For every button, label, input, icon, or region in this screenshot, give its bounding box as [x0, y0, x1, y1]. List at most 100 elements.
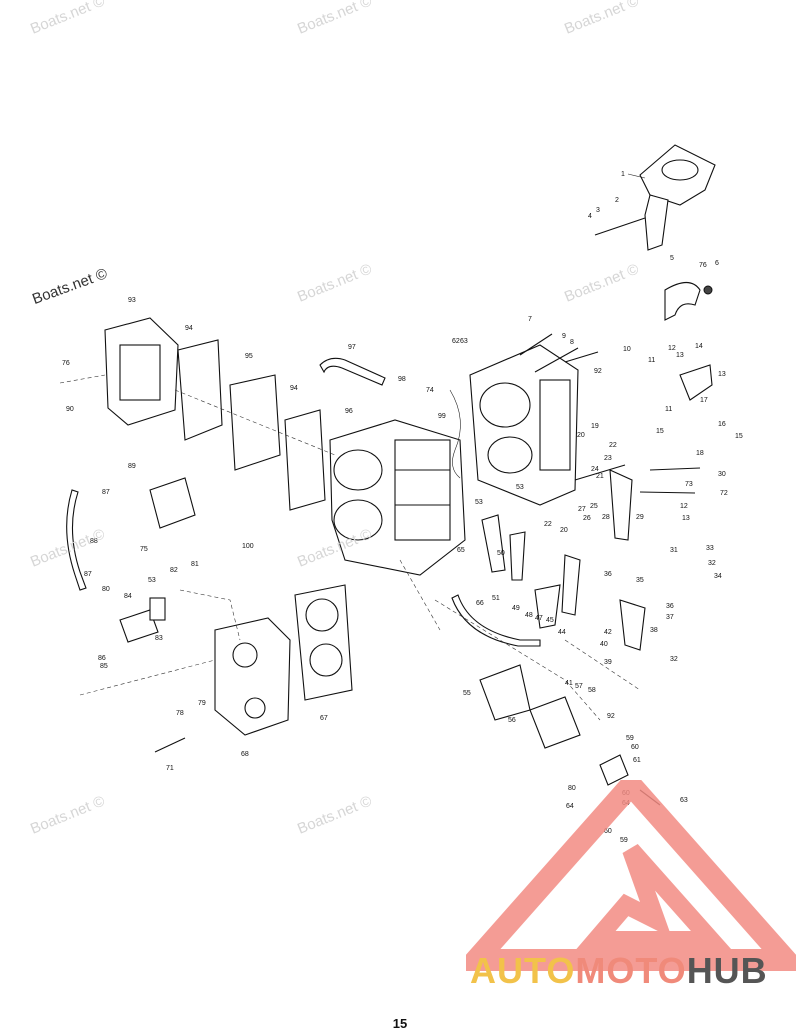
lever-part-14 [679, 364, 713, 401]
callout-36b: 36 [666, 603, 674, 610]
callout-59b: 59 [620, 837, 628, 844]
callout-44: 44 [558, 629, 566, 636]
callout-18: 18 [696, 450, 704, 457]
callout-60c: 60 [604, 828, 612, 835]
callout-27: 27 [578, 506, 586, 513]
callout-74: 74 [426, 387, 434, 394]
cylinder-block [329, 419, 466, 576]
automotohub-wordmark: AUTOMOTOHUB [470, 950, 768, 992]
callout-58: 58 [588, 687, 596, 694]
callout-57: 57 [575, 683, 583, 690]
callout-30: 30 [718, 471, 726, 478]
callout-49: 49 [512, 605, 520, 612]
callout-26: 26 [583, 515, 591, 522]
brand-hub: HUB [686, 950, 768, 991]
callout-19: 19 [591, 423, 599, 430]
callout-73: 73 [685, 481, 693, 488]
gasket-part-67 [294, 584, 353, 701]
callout-47: 47 [535, 615, 543, 622]
callout-65: 65 [457, 547, 465, 554]
callout-13c: 13 [682, 515, 690, 522]
callout-100: 100 [242, 543, 254, 550]
callout-76b: 76 [62, 360, 70, 367]
callout-53a: 53 [475, 499, 483, 506]
callout-11: 11 [648, 357, 655, 364]
callout-42: 42 [604, 629, 612, 636]
callout-90: 90 [66, 406, 74, 413]
callout-82: 82 [170, 567, 178, 574]
callout-96: 96 [345, 408, 353, 415]
callout-51: 51 [492, 595, 500, 602]
callout-53c: 53 [148, 577, 156, 584]
callout-2: 2 [615, 197, 619, 204]
callout-39: 39 [604, 659, 612, 666]
callout-17: 17 [700, 397, 708, 404]
callout-93: 93 [128, 297, 136, 304]
callout-99: 99 [438, 413, 446, 420]
callout-87a: 87 [102, 489, 110, 496]
callout-13a: 13 [676, 352, 684, 359]
callout-89: 89 [128, 463, 136, 470]
callout-63: 63 [460, 338, 468, 345]
callout-6: 6 [715, 260, 719, 267]
callout-92a: 92 [594, 368, 602, 375]
brand-auto: AUTO [470, 950, 576, 991]
carburetor-part-84 [119, 609, 159, 643]
callout-81: 81 [191, 561, 199, 568]
callout-29: 29 [636, 514, 644, 521]
callout-13b: 13 [718, 371, 726, 378]
callout-97: 97 [348, 344, 356, 351]
callout-16: 16 [718, 421, 726, 428]
callout-59a: 59 [626, 735, 634, 742]
brand-moto: MOTO [575, 950, 687, 991]
callout-22b: 22 [544, 521, 552, 528]
callout-36a: 36 [604, 571, 612, 578]
callout-50: 50 [497, 550, 505, 557]
page-number: 15 [392, 1016, 408, 1031]
callout-66: 66 [476, 600, 484, 607]
callout-37: 37 [666, 614, 674, 621]
hose-part-88 [66, 489, 87, 591]
cover-part-55 [479, 664, 531, 721]
callout-88: 88 [90, 538, 98, 545]
bracket-part-5 [664, 281, 713, 321]
part-83 [149, 597, 166, 621]
callout-87b: 87 [84, 571, 92, 578]
callout-68: 68 [241, 751, 249, 758]
lower-block-part-68 [214, 617, 291, 736]
callout-1: 1 [621, 171, 625, 178]
callout-4: 4 [588, 213, 592, 220]
callout-32a: 32 [708, 560, 716, 567]
callout-94a: 94 [185, 325, 193, 332]
callout-75: 75 [140, 546, 148, 553]
callout-12a: 12 [668, 345, 676, 352]
hose-part-66 [451, 594, 541, 647]
callout-78: 78 [176, 710, 184, 717]
callout-38: 38 [650, 627, 658, 634]
callout-35: 35 [636, 577, 644, 584]
bolt-part-7 [519, 333, 553, 356]
callout-80b: 80 [568, 785, 576, 792]
wire-part-74 [449, 389, 461, 479]
bracket-part-61 [599, 754, 629, 786]
callout-61: 61 [633, 757, 641, 764]
callout-34: 34 [714, 573, 722, 580]
callout-9: 9 [562, 333, 566, 340]
callout-5: 5 [670, 255, 674, 262]
callout-76a: 76 [699, 262, 707, 269]
callout-15b: 15 [735, 433, 743, 440]
callout-62: 62 [452, 338, 460, 345]
callout-23: 23 [604, 455, 612, 462]
callout-53b: 53 [516, 484, 524, 491]
callout-15a: 15 [656, 428, 664, 435]
callout-8: 8 [570, 339, 574, 346]
callout-25: 25 [590, 503, 598, 510]
throttle-linkage [481, 464, 701, 651]
bracket-part-1 [594, 144, 716, 251]
callout-21: 21 [596, 473, 604, 480]
callout-67: 67 [320, 715, 328, 722]
callout-80a: 80 [102, 586, 110, 593]
callout-24: 24 [591, 466, 599, 473]
callout-55: 55 [463, 690, 471, 697]
